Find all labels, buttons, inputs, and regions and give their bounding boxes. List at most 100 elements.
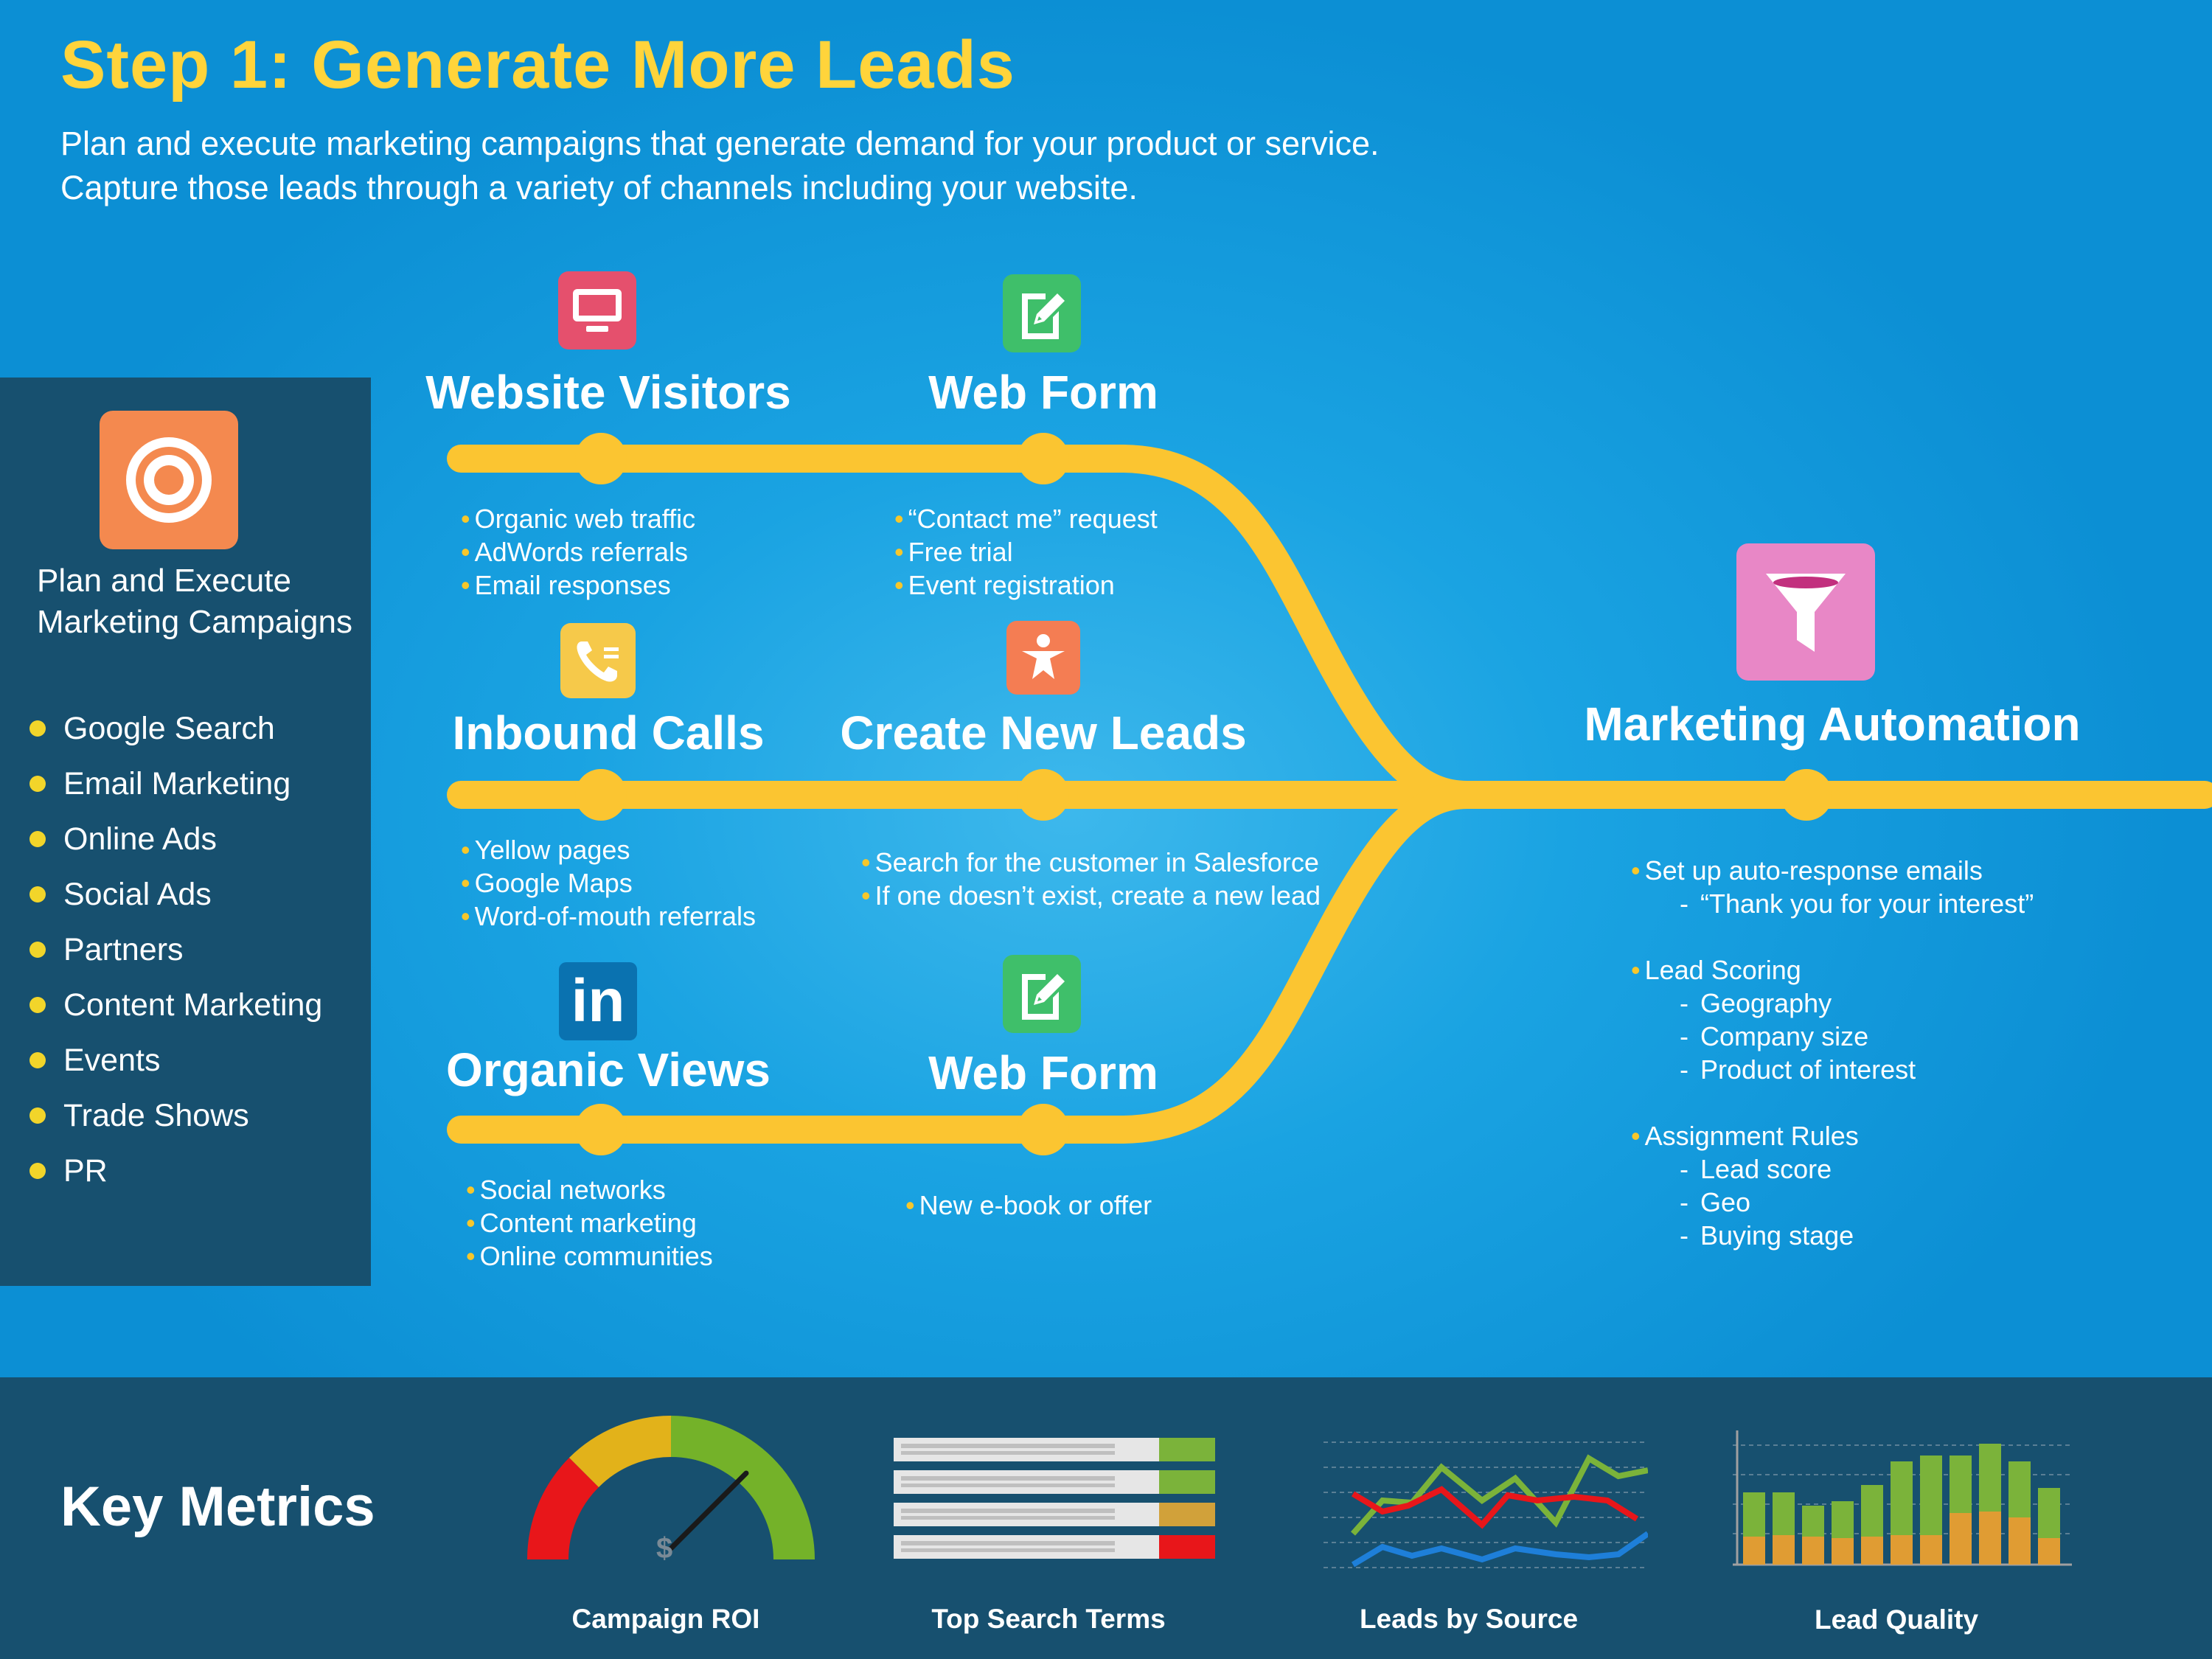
create-new-leads-bullets: Search for the customer in Salesforce If…: [861, 846, 1321, 912]
list-item: Content marketing: [466, 1206, 713, 1239]
list-item: Social networks: [466, 1173, 713, 1206]
person-icon: [1006, 621, 1080, 695]
bullet-dot: [29, 996, 46, 1013]
node-dot-inbound-calls: [575, 769, 627, 821]
channel-label: Events: [63, 1042, 161, 1078]
node-title-marketing-automation: Marketing Automation: [1584, 698, 2081, 751]
list-subitem: Geography: [1631, 987, 2034, 1020]
edit-form-icon: [1003, 274, 1081, 352]
list-item: New e-book or offer: [905, 1189, 1152, 1222]
node-title-web-form-top: Web Form: [928, 366, 1158, 419]
node-title-web-form-bottom: Web Form: [928, 1046, 1158, 1099]
channel-label: Online Ads: [63, 821, 217, 857]
node-title-inbound-calls: Inbound Calls: [452, 706, 765, 759]
stack-bar-lower: [1802, 1537, 1824, 1565]
stack-bar-upper: [1979, 1444, 2001, 1512]
node-dot-create-new-leads: [1018, 769, 1069, 821]
stack-bar-lower: [1743, 1537, 1765, 1565]
funnel-icon: [1736, 543, 1875, 681]
stack-bar-lower: [1979, 1512, 2001, 1565]
stack-bar-lower: [2008, 1517, 2031, 1565]
stack-bar-upper: [1861, 1485, 1883, 1537]
page-subtitle: Plan and execute marketing campaigns tha…: [60, 122, 1380, 210]
stack-bar-upper: [1950, 1455, 1972, 1513]
edit-form-icon: [1003, 955, 1081, 1033]
linkedin-icon-text: in: [571, 967, 625, 1034]
key-metrics-title: Key Metrics: [60, 1475, 375, 1538]
sidebar-caption-line-1: Plan and Execute: [37, 563, 291, 599]
line-chart-icon: [1324, 1441, 1648, 1568]
stack-bar-lower: [1950, 1513, 1972, 1565]
inbound-calls-bullets: Yellow pages Google Maps Word-of-mouth r…: [461, 833, 756, 933]
channel-label: Content Marketing: [63, 987, 323, 1023]
list-item: Search for the customer in Salesforce: [861, 846, 1321, 879]
list-item: Social Ads: [29, 866, 322, 922]
bullet-dot: [29, 830, 46, 847]
channel-label: Partners: [63, 931, 184, 967]
node-dot-web-form-bottom: [1018, 1104, 1069, 1155]
metric-label-top-search-terms: Top Search Terms: [931, 1604, 1166, 1634]
stack-bar-upper: [1802, 1506, 1824, 1537]
stack-bar-lower: [1891, 1535, 1913, 1565]
ranked-bars-icon: [894, 1438, 1215, 1559]
stack-bar-upper: [2008, 1461, 2031, 1517]
node-dot-organic-views: [575, 1104, 627, 1155]
node-dot-web-form-top: [1018, 433, 1069, 484]
bullet-dot: [29, 1107, 46, 1124]
organic-views-bullets: Social networks Content marketing Online…: [466, 1173, 713, 1273]
bullet-dot: [29, 1051, 46, 1068]
channel-label: Social Ads: [63, 876, 212, 912]
list-item: Online Ads: [29, 811, 322, 866]
node-title-organic-views: Organic Views: [446, 1043, 771, 1096]
list-subitem: Product of interest: [1631, 1053, 2034, 1086]
list-item: Event registration: [894, 568, 1158, 602]
gauge-dollar-symbol: $: [656, 1532, 672, 1565]
list-item: Email responses: [461, 568, 695, 602]
bullet-dot: [29, 886, 46, 902]
node-title-create-new-leads: Create New Leads: [840, 706, 1247, 759]
list-item: Assignment Rules: [1631, 1119, 2034, 1152]
monitor-icon: [558, 271, 636, 349]
metric-label-lead-quality: Lead Quality: [1814, 1604, 1979, 1635]
channel-label: PR: [63, 1152, 108, 1189]
sidebar-caption: Plan and Execute Marketing Campaigns: [37, 560, 361, 643]
list-item: AdWords referrals: [461, 535, 695, 568]
stack-bar-upper: [1743, 1492, 1765, 1537]
stack-bar-upper: [1773, 1492, 1795, 1535]
channel-label: Google Search: [63, 710, 275, 746]
subtitle-line-1: Plan and execute marketing campaigns tha…: [60, 125, 1380, 162]
list-item: Lead Scoring: [1631, 953, 2034, 987]
stack-bar-lower: [1832, 1538, 1854, 1565]
node-dot-marketing-automation: [1781, 769, 1832, 821]
channel-label: Trade Shows: [63, 1097, 249, 1133]
list-subitem: Geo: [1631, 1186, 2034, 1219]
web-form-bottom-bullets: New e-book or offer: [905, 1189, 1152, 1222]
list-item: Google Maps: [461, 866, 756, 900]
bullet-dot: [29, 720, 46, 737]
list-item: Set up auto-response emails: [1631, 854, 2034, 887]
list-item: If one doesn’t exist, create a new lead: [861, 879, 1321, 912]
list-item: Partners: [29, 922, 322, 977]
flow-path-bottom: [447, 781, 1481, 1144]
gauge-icon: $: [526, 1415, 815, 1565]
stack-bar-upper: [1920, 1455, 1942, 1535]
metric-label-campaign-roi: Campaign ROI: [571, 1604, 760, 1634]
stack-bar-lower: [2038, 1538, 2060, 1565]
sidebar-caption-line-2: Marketing Campaigns: [37, 604, 352, 640]
stack-bar-lower: [1920, 1535, 1942, 1565]
metric-label-leads-by-source: Leads by Source: [1359, 1604, 1579, 1634]
linkedin-icon: in: [559, 962, 637, 1040]
list-item: Free trial: [894, 535, 1158, 568]
list-subitem: Company size: [1631, 1020, 2034, 1053]
list-item: Google Search: [29, 700, 322, 756]
stacked-bars-icon: [1733, 1430, 2072, 1566]
stack-bar-upper: [1891, 1461, 1913, 1535]
stack-bar-upper: [1832, 1501, 1854, 1538]
node-title-website-visitors: Website Visitors: [425, 366, 791, 419]
list-item: PR: [29, 1143, 322, 1198]
list-item: Events: [29, 1032, 322, 1088]
stack-bar-upper: [2038, 1488, 2060, 1538]
list-item: Content Marketing: [29, 977, 322, 1032]
